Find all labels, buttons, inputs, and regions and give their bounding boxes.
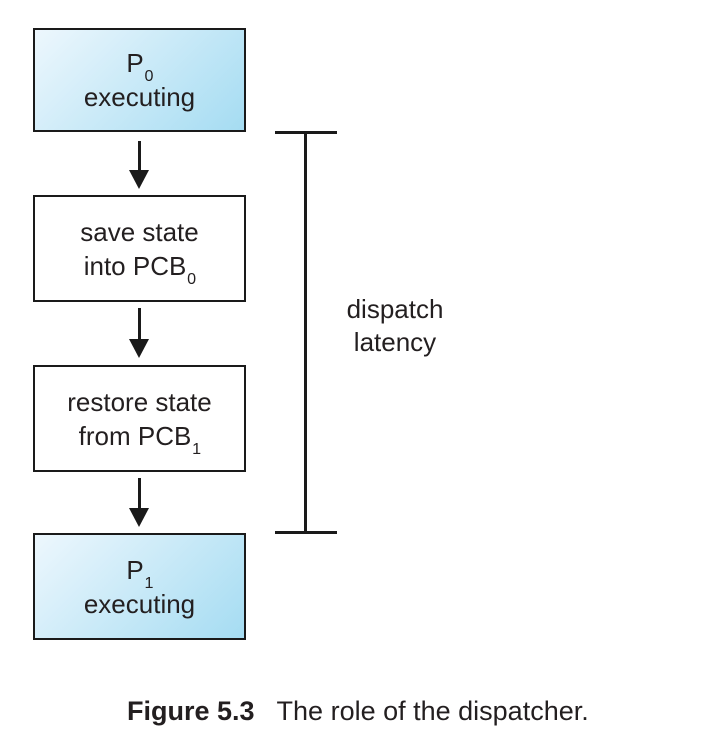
box-line-2: from PCB1 [67,419,212,457]
box-line1-text: save state [80,216,199,247]
dispatch-latency-label: dispatch latency [330,293,460,359]
dispatch-latency-bracket-line [304,133,307,534]
arrow-shaft [138,308,141,342]
arrow-head [129,508,149,527]
process-p1-label: P1 executing [84,553,195,621]
box-line-1: restore state [67,385,212,419]
box-line1-text: P [126,554,144,585]
process-p0-label: P0 executing [84,46,195,114]
box-line1-subscript: 0 [144,67,154,86]
box-line1-subscript: 1 [144,573,154,592]
down-arrow-icon [129,478,150,527]
save-state-box: save state into PCB0 [33,195,246,302]
bracket-label-line-2: latency [353,327,437,357]
box-line-1: save state [80,215,199,249]
bracket-top-tick [275,131,337,134]
box-line-1: P0 [84,46,195,84]
arrow-shaft [138,478,141,511]
arrow-shaft [138,141,141,173]
down-arrow-icon [129,308,150,358]
down-arrow-icon [129,141,150,189]
box-line-2: into PCB0 [80,249,199,287]
figure-caption-text: The role of the dispatcher. [276,696,589,726]
box-line-2: executing [84,80,195,114]
save-state-label: save state into PCB0 [80,215,199,287]
restore-state-label: restore state from PCB1 [67,385,212,457]
arrow-head [129,170,149,189]
bracket-label-line-1: dispatch [346,294,444,324]
restore-state-box: restore state from PCB1 [33,365,246,472]
box-line2-text: from PCB [78,420,192,451]
box-line2-subscript: 0 [187,269,197,288]
process-p0-box: P0 executing [33,28,246,132]
box-line1-text: restore state [67,386,212,417]
box-line2-text: into PCB [83,250,187,281]
figure-caption: Figure 5.3 The role of the dispatcher. [127,695,589,727]
bracket-bottom-tick [275,531,337,534]
box-line-1: P1 [84,553,195,591]
arrow-head [129,339,149,358]
box-line2-subscript: 1 [192,439,202,458]
box-line1-text: P [126,48,144,78]
box-line-2: executing [84,587,195,621]
process-p1-box: P1 executing [33,533,246,640]
figure-caption-number: Figure 5.3 [127,696,255,726]
box-line2-text: executing [83,588,196,619]
box-line2-text: executing [83,82,196,112]
